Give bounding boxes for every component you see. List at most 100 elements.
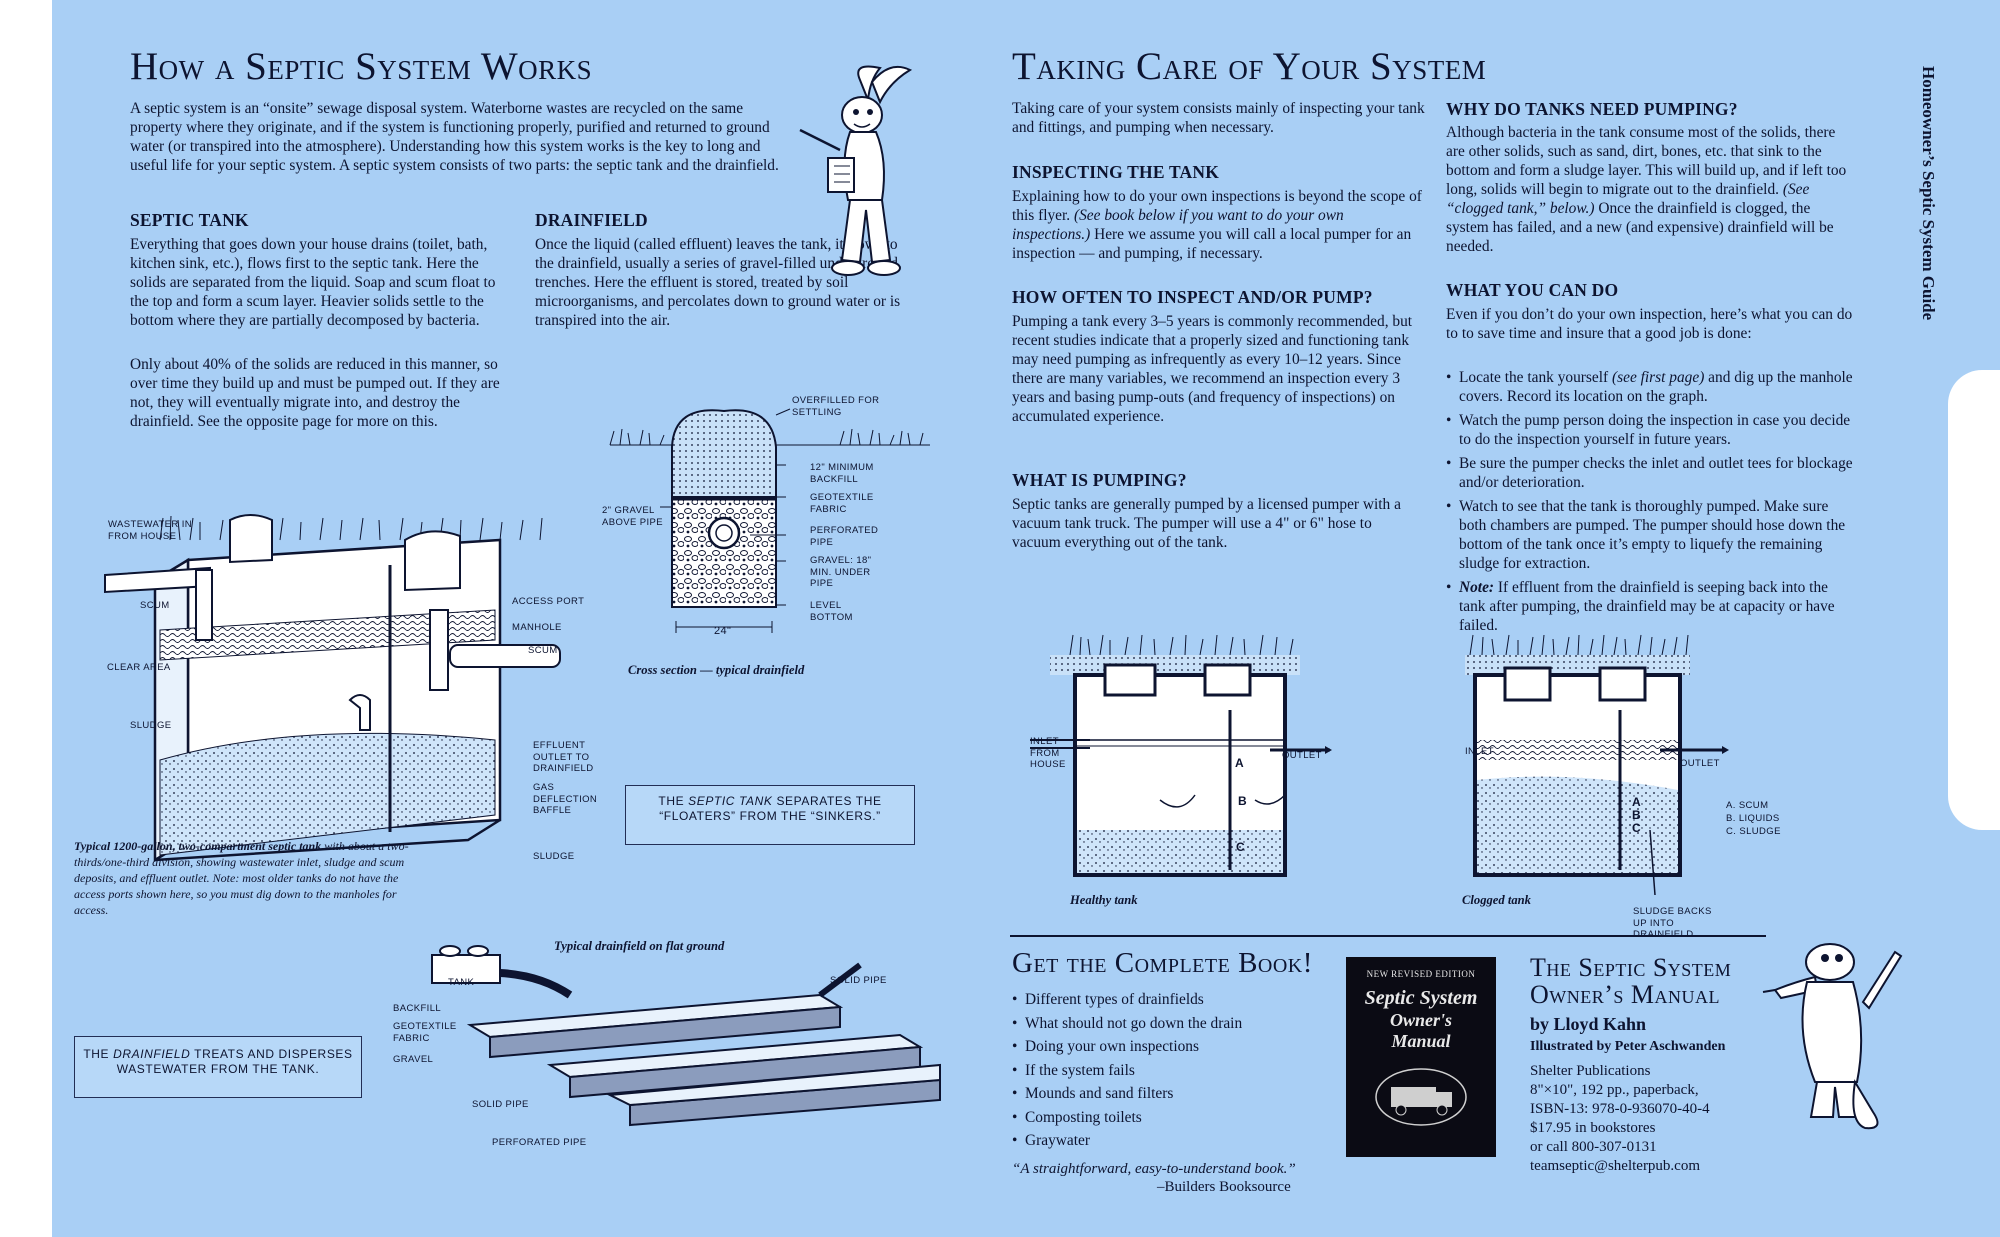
cross-section-caption: Cross section — typical drainfield xyxy=(628,663,805,677)
callout-tank-emphasis: SEPTIC TANK xyxy=(688,794,773,808)
label-gravel-min: GRAVEL: 18" MIN. UNDER PIPE xyxy=(810,555,872,589)
right-intro: Taking care of your system consists main… xyxy=(1012,100,1425,136)
septic-tank-p2: Only about 40% of the solids are reduced… xyxy=(130,356,500,430)
label-access-port: ACCESS PORT xyxy=(512,596,585,607)
healthy-tank-caption: Healthy tank xyxy=(1070,893,1138,907)
tip-item-4: Watch to see that the tank is thoroughly… xyxy=(1446,497,1856,573)
label-gravel-above-pipe: 2" GRAVEL ABOVE PIPE xyxy=(602,505,664,528)
label-fg-solid-pipe-left: SOLID PIPE xyxy=(472,1099,529,1110)
pointer-stick xyxy=(799,128,841,152)
healthy-inlet-label: INLET FROM HOUSE xyxy=(1030,736,1066,770)
healthy-outlet-label: OUTLET xyxy=(1282,750,1322,761)
label-fg-perforated: PERFORATED PIPE xyxy=(492,1137,587,1148)
clogged-b-label: B xyxy=(1632,808,1642,822)
trench-rows xyxy=(466,993,941,1127)
legend-sludge: C. SLUDGE xyxy=(1726,826,1781,837)
septic-tank-p1: Everything that goes down your house dra… xyxy=(130,236,496,329)
book-phone[interactable]: or call 800-307-0131 xyxy=(1530,1139,1657,1155)
sludge-backs-label: SLUDGE BACKS UP INTO DRAINFIELD xyxy=(1633,906,1712,940)
book-quote-source: –Builders Booksource xyxy=(1157,1179,1291,1195)
tip-item-5: Note: If effluent from the drainfield is… xyxy=(1446,578,1856,635)
book-feature-item: If the system fails xyxy=(1012,1061,1332,1080)
healthy-b-label: B xyxy=(1238,794,1248,808)
book-title-line-1: The Septic System xyxy=(1530,953,1732,982)
left-page-title: How a Septic System Works xyxy=(130,45,593,88)
book-features-list: Different types of drainfields What shou… xyxy=(1012,990,1332,1155)
book-feature-item: Graywater xyxy=(1012,1131,1332,1150)
how-often-text: Pumping a tank every 3–5 years is common… xyxy=(1012,313,1413,425)
how-often-heading: HOW OFTEN TO INSPECT AND/OR PUMP? xyxy=(1012,287,1373,307)
right-page-title: Taking Care of Your System xyxy=(1012,45,1487,88)
tip-item-1: Locate the tank yourself (see first page… xyxy=(1446,368,1856,406)
flat-ground-caption: Typical drainfield on flat ground xyxy=(554,939,725,953)
cover-title-2: Owner's xyxy=(1389,1010,1452,1030)
label-fg-backfill: BACKFILL xyxy=(393,1003,442,1014)
cover-title-1: Septic System xyxy=(1364,987,1478,1009)
label-scum-left: SCUM xyxy=(140,600,170,611)
tip-item-2: Watch the pump person doing the inspecti… xyxy=(1446,411,1856,449)
label-manhole: MANHOLE xyxy=(512,622,562,633)
legend-liquids: B. LIQUIDS xyxy=(1726,813,1780,824)
label-fg-gravel: GRAVEL xyxy=(393,1054,434,1065)
label-overfilled: OVERFILLED FOR SETTLING xyxy=(792,395,880,418)
drainfield-p1: Once the liquid (called effluent) leaves… xyxy=(535,236,901,329)
book-title-line-2: Owner’s Manual xyxy=(1530,980,1721,1009)
septic-tank-callout: THE SEPTIC TANK SEPARATES THE “FLOATERS”… xyxy=(625,785,915,845)
drainfield-heading: DRAINFIELD xyxy=(535,210,648,230)
cover-title-3: Manual xyxy=(1391,1031,1451,1051)
label-gas-baffle: GAS DEFLECTION BAFFLE xyxy=(533,782,598,816)
clogged-a-label: A xyxy=(1632,795,1642,809)
book-quote: “A straightforward, easy-to-understand b… xyxy=(1012,1161,1296,1177)
septic-tank-heading: SEPTIC TANK xyxy=(130,210,249,230)
clogged-inlet-label: INLET xyxy=(1465,746,1494,757)
label-geotextile-fabric: GEOTEXTILE FABRIC xyxy=(810,492,874,515)
clogged-outlet-label: OUTLET xyxy=(1680,758,1720,769)
label-effluent-outlet: EFFLUENT OUTLET TO DRAINFIELD xyxy=(533,740,594,774)
label-width-24: 24" xyxy=(714,625,732,637)
tank-caption: Typical 1200-gallon, two-compartment sep… xyxy=(74,838,424,918)
pumping-heading: WHAT IS PUMPING? xyxy=(1012,470,1187,490)
cover-edition: NEW REVISED EDITION xyxy=(1366,969,1476,979)
why-pump-heading: WHY DO TANKS NEED PUMPING? xyxy=(1446,99,1738,119)
book-isbn: ISBN-13: 978-0-936070-40-4 xyxy=(1530,1101,1710,1117)
inspecting-text: Explaining how to do your own inspection… xyxy=(1012,188,1422,262)
label-sludge-left: SLUDGE xyxy=(130,720,172,731)
book-feature-item: Different types of drainfields xyxy=(1012,990,1332,1009)
book-feature-item: Composting toilets xyxy=(1012,1108,1332,1127)
cover-truck-icon xyxy=(1375,1068,1467,1126)
label-scum-right: SCUM xyxy=(528,645,558,656)
label-perforated-pipe: PERFORATED PIPE xyxy=(810,525,879,548)
label-fg-solid-pipe-right: SOLID PIPE xyxy=(830,975,887,986)
healthy-c-label: C xyxy=(1236,840,1246,854)
callout-drainfield-emphasis: DRAINFIELD xyxy=(113,1047,191,1061)
inspecting-heading: INSPECTING THE TANK xyxy=(1012,162,1220,182)
book-illustrator: Illustrated by Peter Aschwanden xyxy=(1530,1039,1726,1054)
why-pump-text: Although bacteria in the tank consume mo… xyxy=(1446,124,1847,255)
pumping-text: Septic tanks are generally pumped by a l… xyxy=(1012,496,1401,551)
healthy-a-label: A xyxy=(1235,756,1245,770)
book-email[interactable]: teamseptic@shelterpub.com xyxy=(1530,1158,1701,1174)
clogged-c-label: C xyxy=(1632,821,1642,835)
septic-tank-diagram xyxy=(104,514,561,863)
flat-ground-drainfield xyxy=(431,945,941,1127)
tank-caption-bold: Typical 1200-gallon, two-compartment sep… xyxy=(74,839,322,853)
book-cover[interactable]: NEW REVISED EDITION Septic System Owner'… xyxy=(1346,957,1496,1157)
label-sludge-right: SLUDGE xyxy=(533,851,575,862)
tip-item-3: Be sure the pumper checks the inlet and … xyxy=(1446,454,1856,492)
label-fg-tank: TANK xyxy=(448,977,475,988)
what-you-can-do-list: Locate the tank yourself (see first page… xyxy=(1446,368,1856,640)
label-fg-geotextile: GEOTEXTILE FABRIC xyxy=(393,1021,457,1044)
healthy-tank-diagram xyxy=(1030,634,1332,877)
label-wastewater: WASTEWATER IN FROM HOUSE xyxy=(108,519,193,542)
label-level-bottom: LEVEL BOTTOM xyxy=(810,600,853,623)
label-clear-area: CLEAR AREA xyxy=(107,662,171,673)
label-min-backfill: 12" MINIMUM BACKFILL xyxy=(810,462,874,485)
book-heading: Get the Complete Book! xyxy=(1012,947,1313,979)
what-you-can-do-heading: WHAT YOU CAN DO xyxy=(1446,280,1619,300)
book-feature-item: Doing your own inspections xyxy=(1012,1037,1332,1056)
book-feature-item: What should not go down the drain xyxy=(1012,1014,1332,1033)
rabbit-teacher-illustration xyxy=(799,65,913,276)
book-feature-item: Mounds and sand filters xyxy=(1012,1084,1332,1103)
clogged-tank-diagram xyxy=(1465,634,1729,896)
side-guide-title: Homeowner’s Septic System Guide xyxy=(1919,66,1938,321)
